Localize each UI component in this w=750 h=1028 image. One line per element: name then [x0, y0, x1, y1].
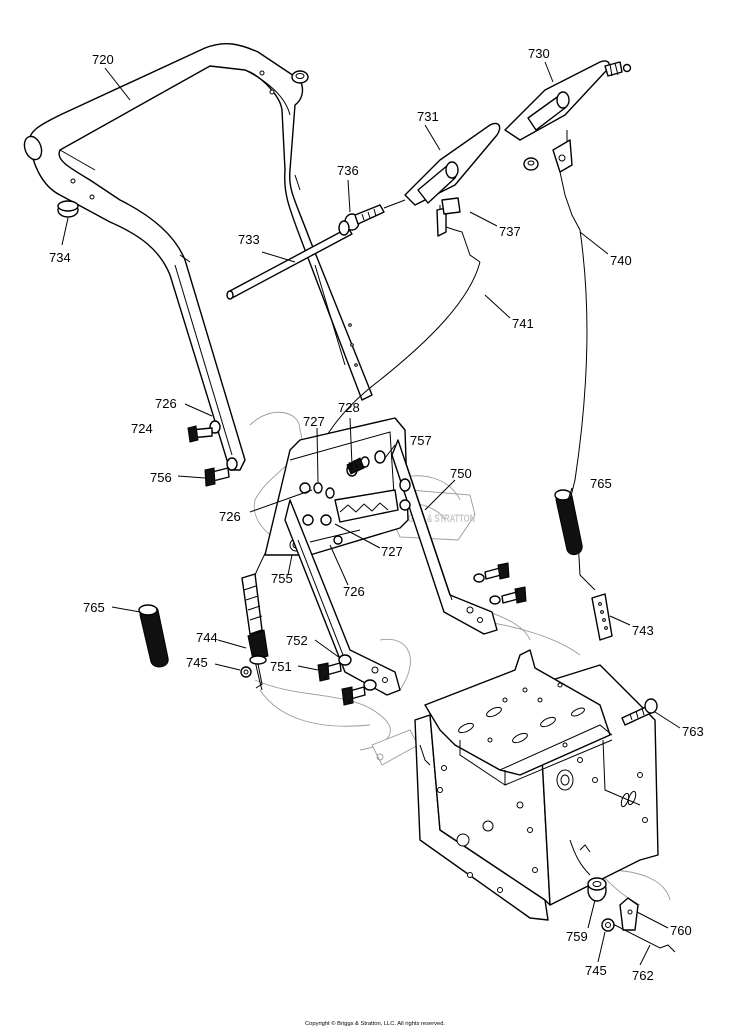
label-765-left: 765: [83, 600, 105, 615]
clip-737: [441, 197, 461, 215]
nut-745-left: [240, 666, 252, 678]
label-728: 728: [338, 400, 360, 415]
label-765-right: 765: [590, 476, 612, 491]
control-lever-730: [504, 60, 632, 150]
nut-top-right: [291, 70, 309, 84]
label-726-lower: 726: [343, 584, 365, 599]
label-726-mid: 726: [219, 509, 241, 524]
part-labels: 720 730 731 734 736 737 733 740 741 726 …: [49, 46, 704, 983]
label-759: 759: [566, 929, 588, 944]
pivot-759: [587, 877, 607, 902]
label-724: 724: [131, 421, 153, 436]
label-730: 730: [528, 46, 550, 61]
cable-lower-right: [569, 839, 591, 876]
grip-765-right: [554, 489, 583, 556]
lower-frame: [414, 649, 659, 921]
shift-rod-733: [226, 227, 353, 300]
label-727-upper: 727: [303, 414, 325, 429]
copyright-notice: Copyright © Briggs & Stratton, LLC. All …: [305, 1020, 445, 1027]
label-744: 744: [196, 630, 218, 645]
fasteners-plate: [209, 420, 501, 691]
label-741: 741: [512, 316, 534, 331]
label-726-upper: 726: [155, 396, 177, 411]
cable-end-744: [241, 573, 269, 689]
label-745-right: 745: [585, 963, 607, 978]
bolts: [187, 425, 527, 706]
label-757: 757: [410, 433, 432, 448]
rod-762: [604, 919, 676, 953]
bracket-740: [523, 139, 581, 231]
label-760: 760: [670, 923, 692, 938]
label-762: 762: [632, 968, 654, 983]
label-727-lower: 727: [381, 544, 403, 559]
grip-765-left: [138, 604, 169, 668]
label-731: 731: [417, 109, 439, 124]
bracket-743: [591, 593, 613, 641]
label-751: 751: [270, 659, 292, 674]
nut-745-right: [601, 918, 615, 932]
label-736: 736: [337, 163, 359, 178]
label-733: 733: [238, 232, 260, 247]
label-750: 750: [450, 466, 472, 481]
label-763: 763: [682, 724, 704, 739]
label-752: 752: [286, 633, 308, 648]
label-755: 755: [271, 571, 293, 586]
leader-lines: [61, 61, 681, 966]
control-lever-731: [404, 122, 501, 263]
bracket-760: [619, 897, 639, 931]
label-720: 720: [92, 52, 114, 67]
cable-adjuster-736: [338, 199, 406, 236]
label-734: 734: [49, 250, 71, 265]
bolt-763: [621, 698, 658, 726]
label-737: 737: [499, 224, 521, 239]
label-756: 756: [150, 470, 172, 485]
upper-handle-720: [23, 42, 373, 471]
label-743: 743: [632, 623, 654, 638]
label-740: 740: [610, 253, 632, 268]
control-plate-755: [264, 417, 409, 556]
label-745-left: 745: [186, 655, 208, 670]
knob-734: [57, 200, 79, 218]
